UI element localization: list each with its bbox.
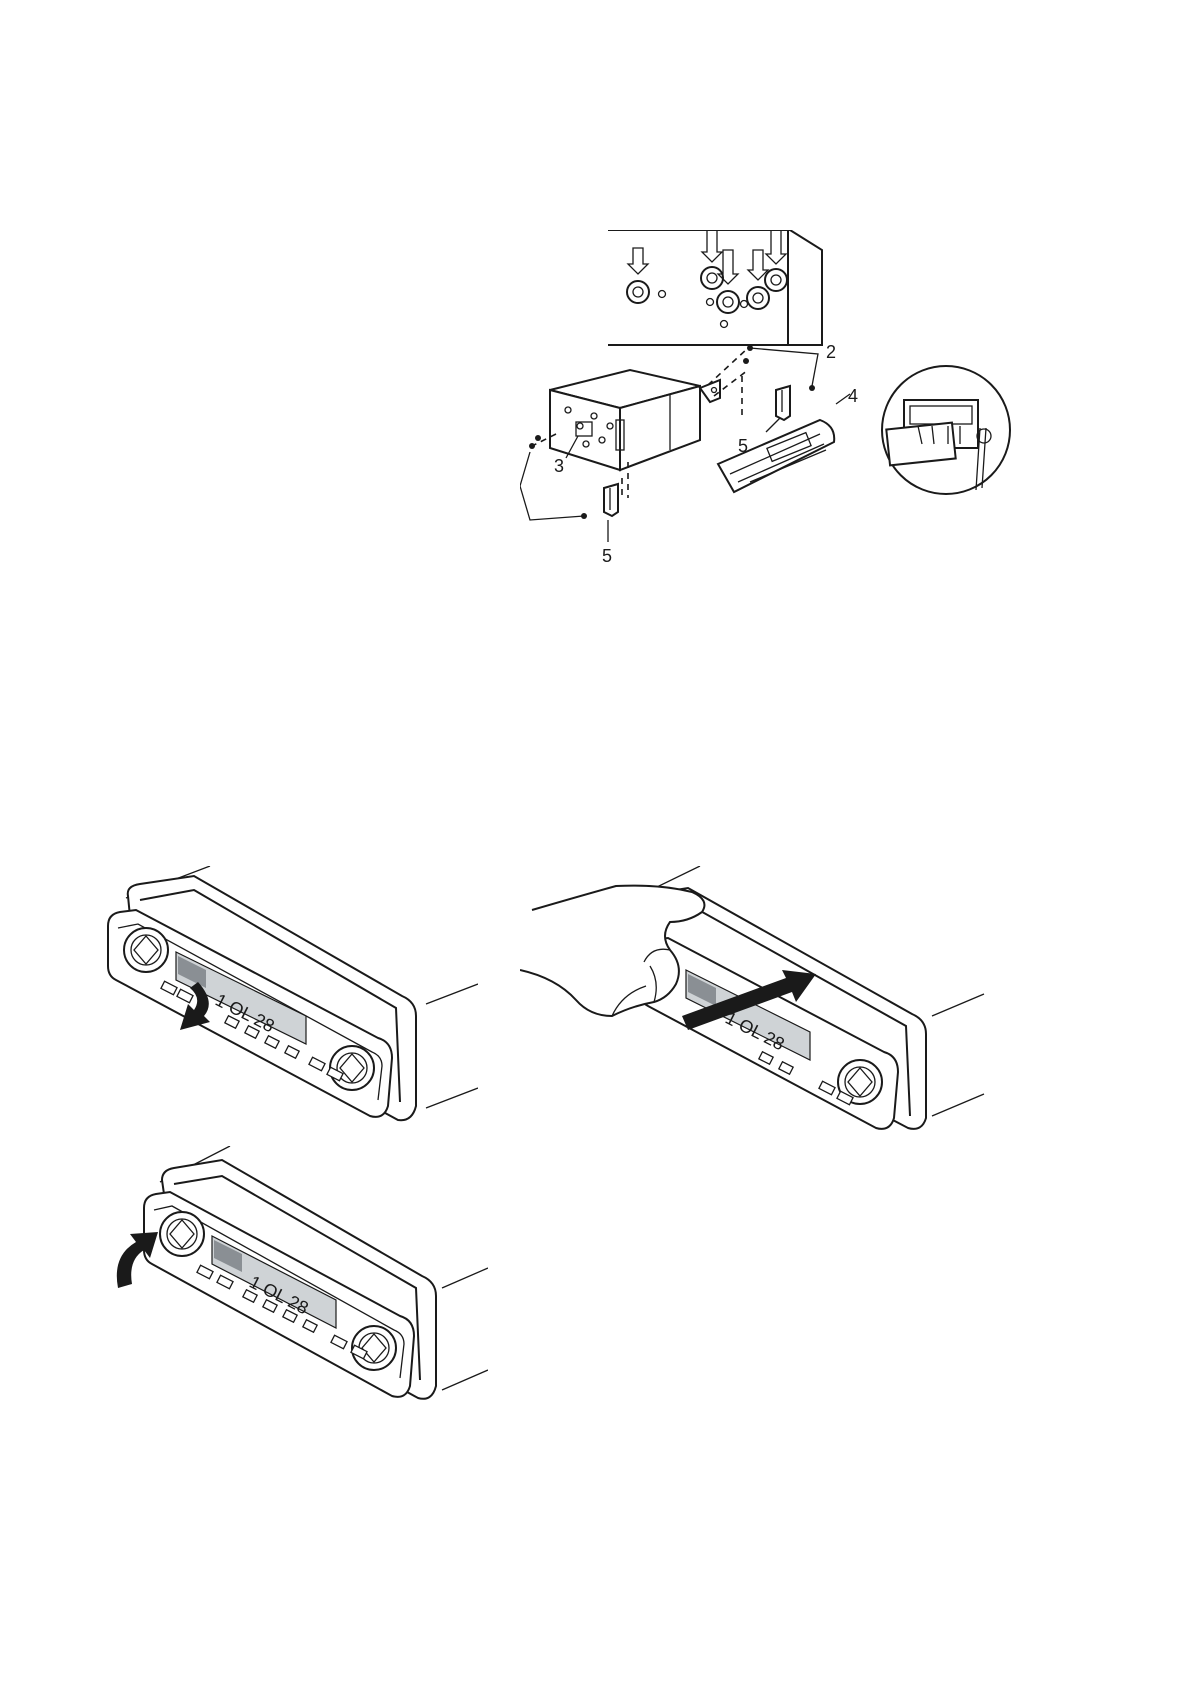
callout-trim-frame: 4 — [848, 386, 858, 406]
bracket — [776, 386, 790, 420]
callout-bracket-bottom: 5 — [602, 546, 612, 566]
screw — [743, 358, 749, 364]
faceplate-removal-figure-2: 1 OL 28 — [520, 866, 1020, 1146]
radio-chassis — [550, 370, 700, 470]
callout-bracket-top: 5 — [738, 436, 748, 456]
faceplate-removal-figure-1: 1 OL 28 — [106, 866, 478, 1124]
screw — [535, 435, 541, 441]
mounting-hole — [627, 248, 666, 303]
mounting-hole — [701, 230, 723, 289]
navigation-knob — [330, 1046, 374, 1090]
mounting-hole — [765, 230, 787, 291]
connector-detail — [882, 366, 1010, 494]
dashboard-panel — [608, 230, 822, 345]
callout-screw-top: 2 — [826, 342, 836, 362]
callout-cage: 3 — [554, 456, 564, 476]
screw — [529, 443, 535, 449]
trim-frame — [718, 420, 834, 492]
bracket — [604, 484, 618, 516]
faceplate-attach-figure: 1 OL 28 — [108, 1146, 488, 1406]
volume-knob — [160, 1212, 204, 1256]
installation-diagram: 2 4 5 3 2 5 — [520, 230, 1080, 620]
volume-knob — [124, 928, 168, 972]
